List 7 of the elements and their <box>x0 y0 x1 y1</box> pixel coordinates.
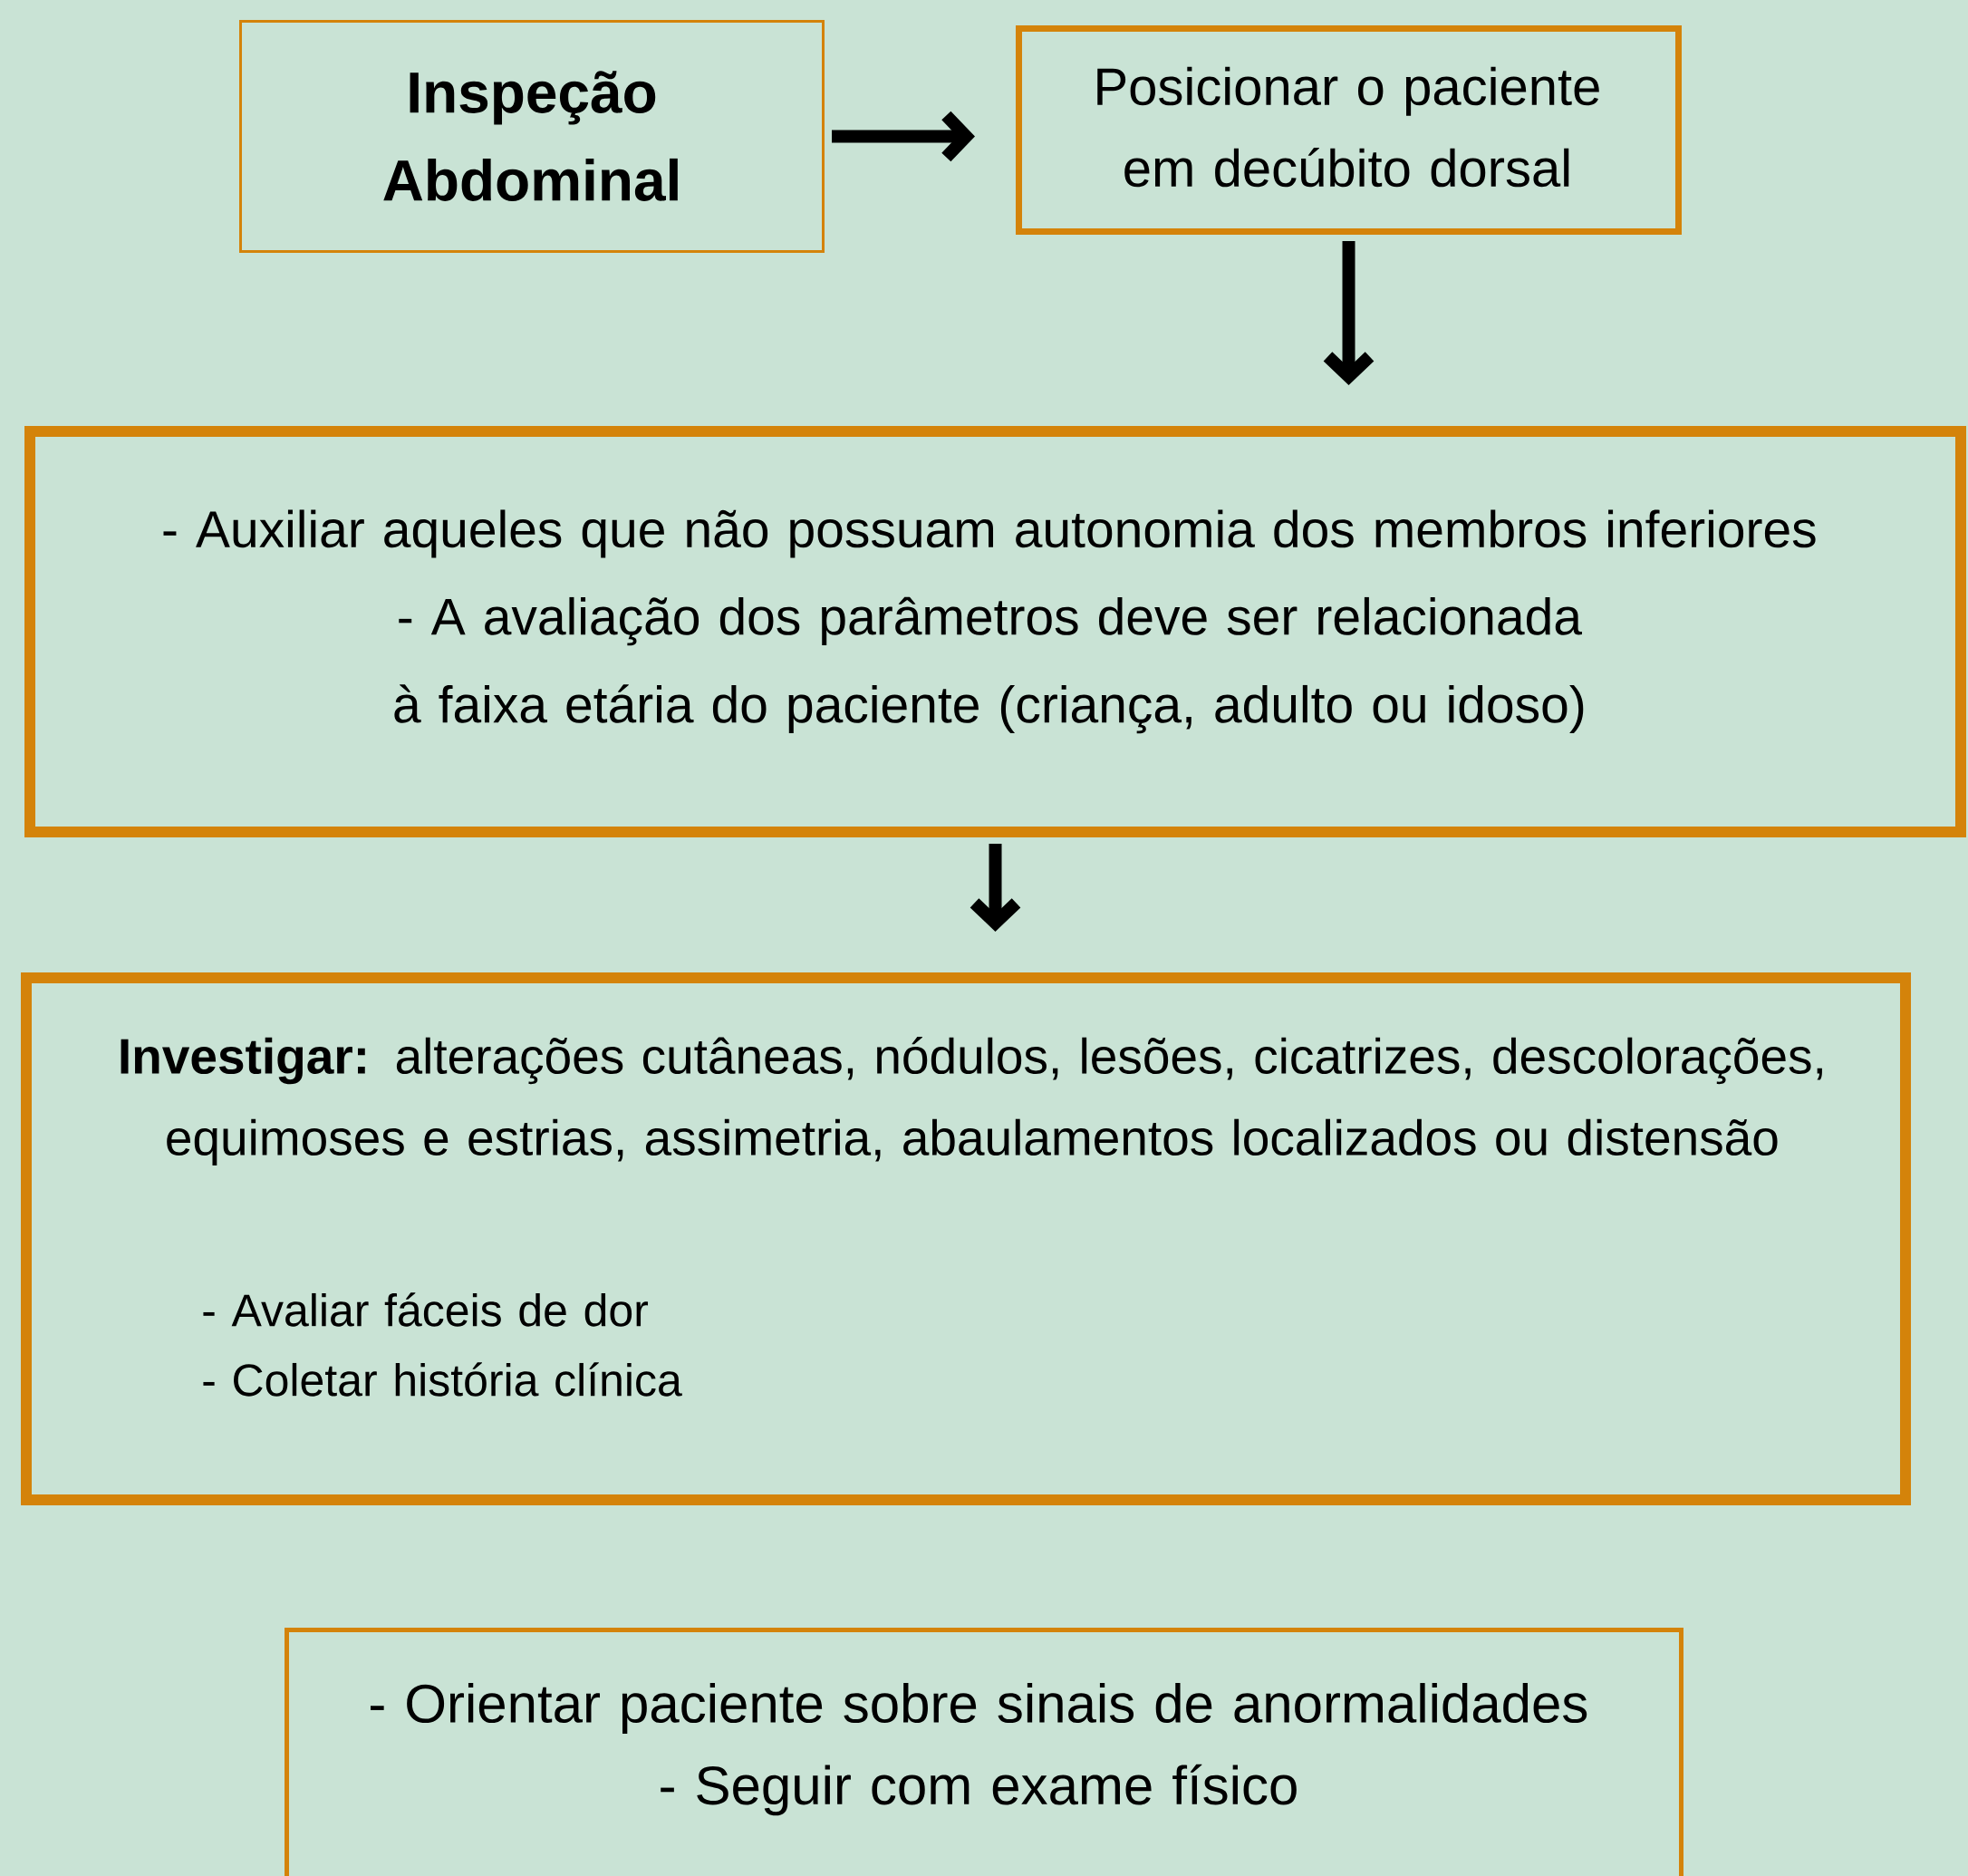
process-box: - Auxiliar aqueles que não possuam autonomia dos membros inferiores - A avaliação dos parâmetros deve ser relacionada à faixa etária do paciente (criança, adulto ou idoso) <box>24 426 1966 837</box>
process-box: Inspeção Abdominal <box>239 20 825 253</box>
arrow <box>1323 241 1375 385</box>
process-box: Investigar: alterações cutâneas, nódulos, lesões, cicatrizes, descolorações, equimoses e estrias, assimetria, abaulamentos localizados ou distensão - Avaliar fáceis de dor - Coletar história clínica <box>21 972 1911 1505</box>
process-box: - Orientar paciente sobre sinais de anormalidades - Seguir com exame físico <box>285 1628 1683 1876</box>
process-box: Posicionar o paciente em decúbito dorsal <box>1016 25 1682 235</box>
arrow <box>832 111 975 162</box>
